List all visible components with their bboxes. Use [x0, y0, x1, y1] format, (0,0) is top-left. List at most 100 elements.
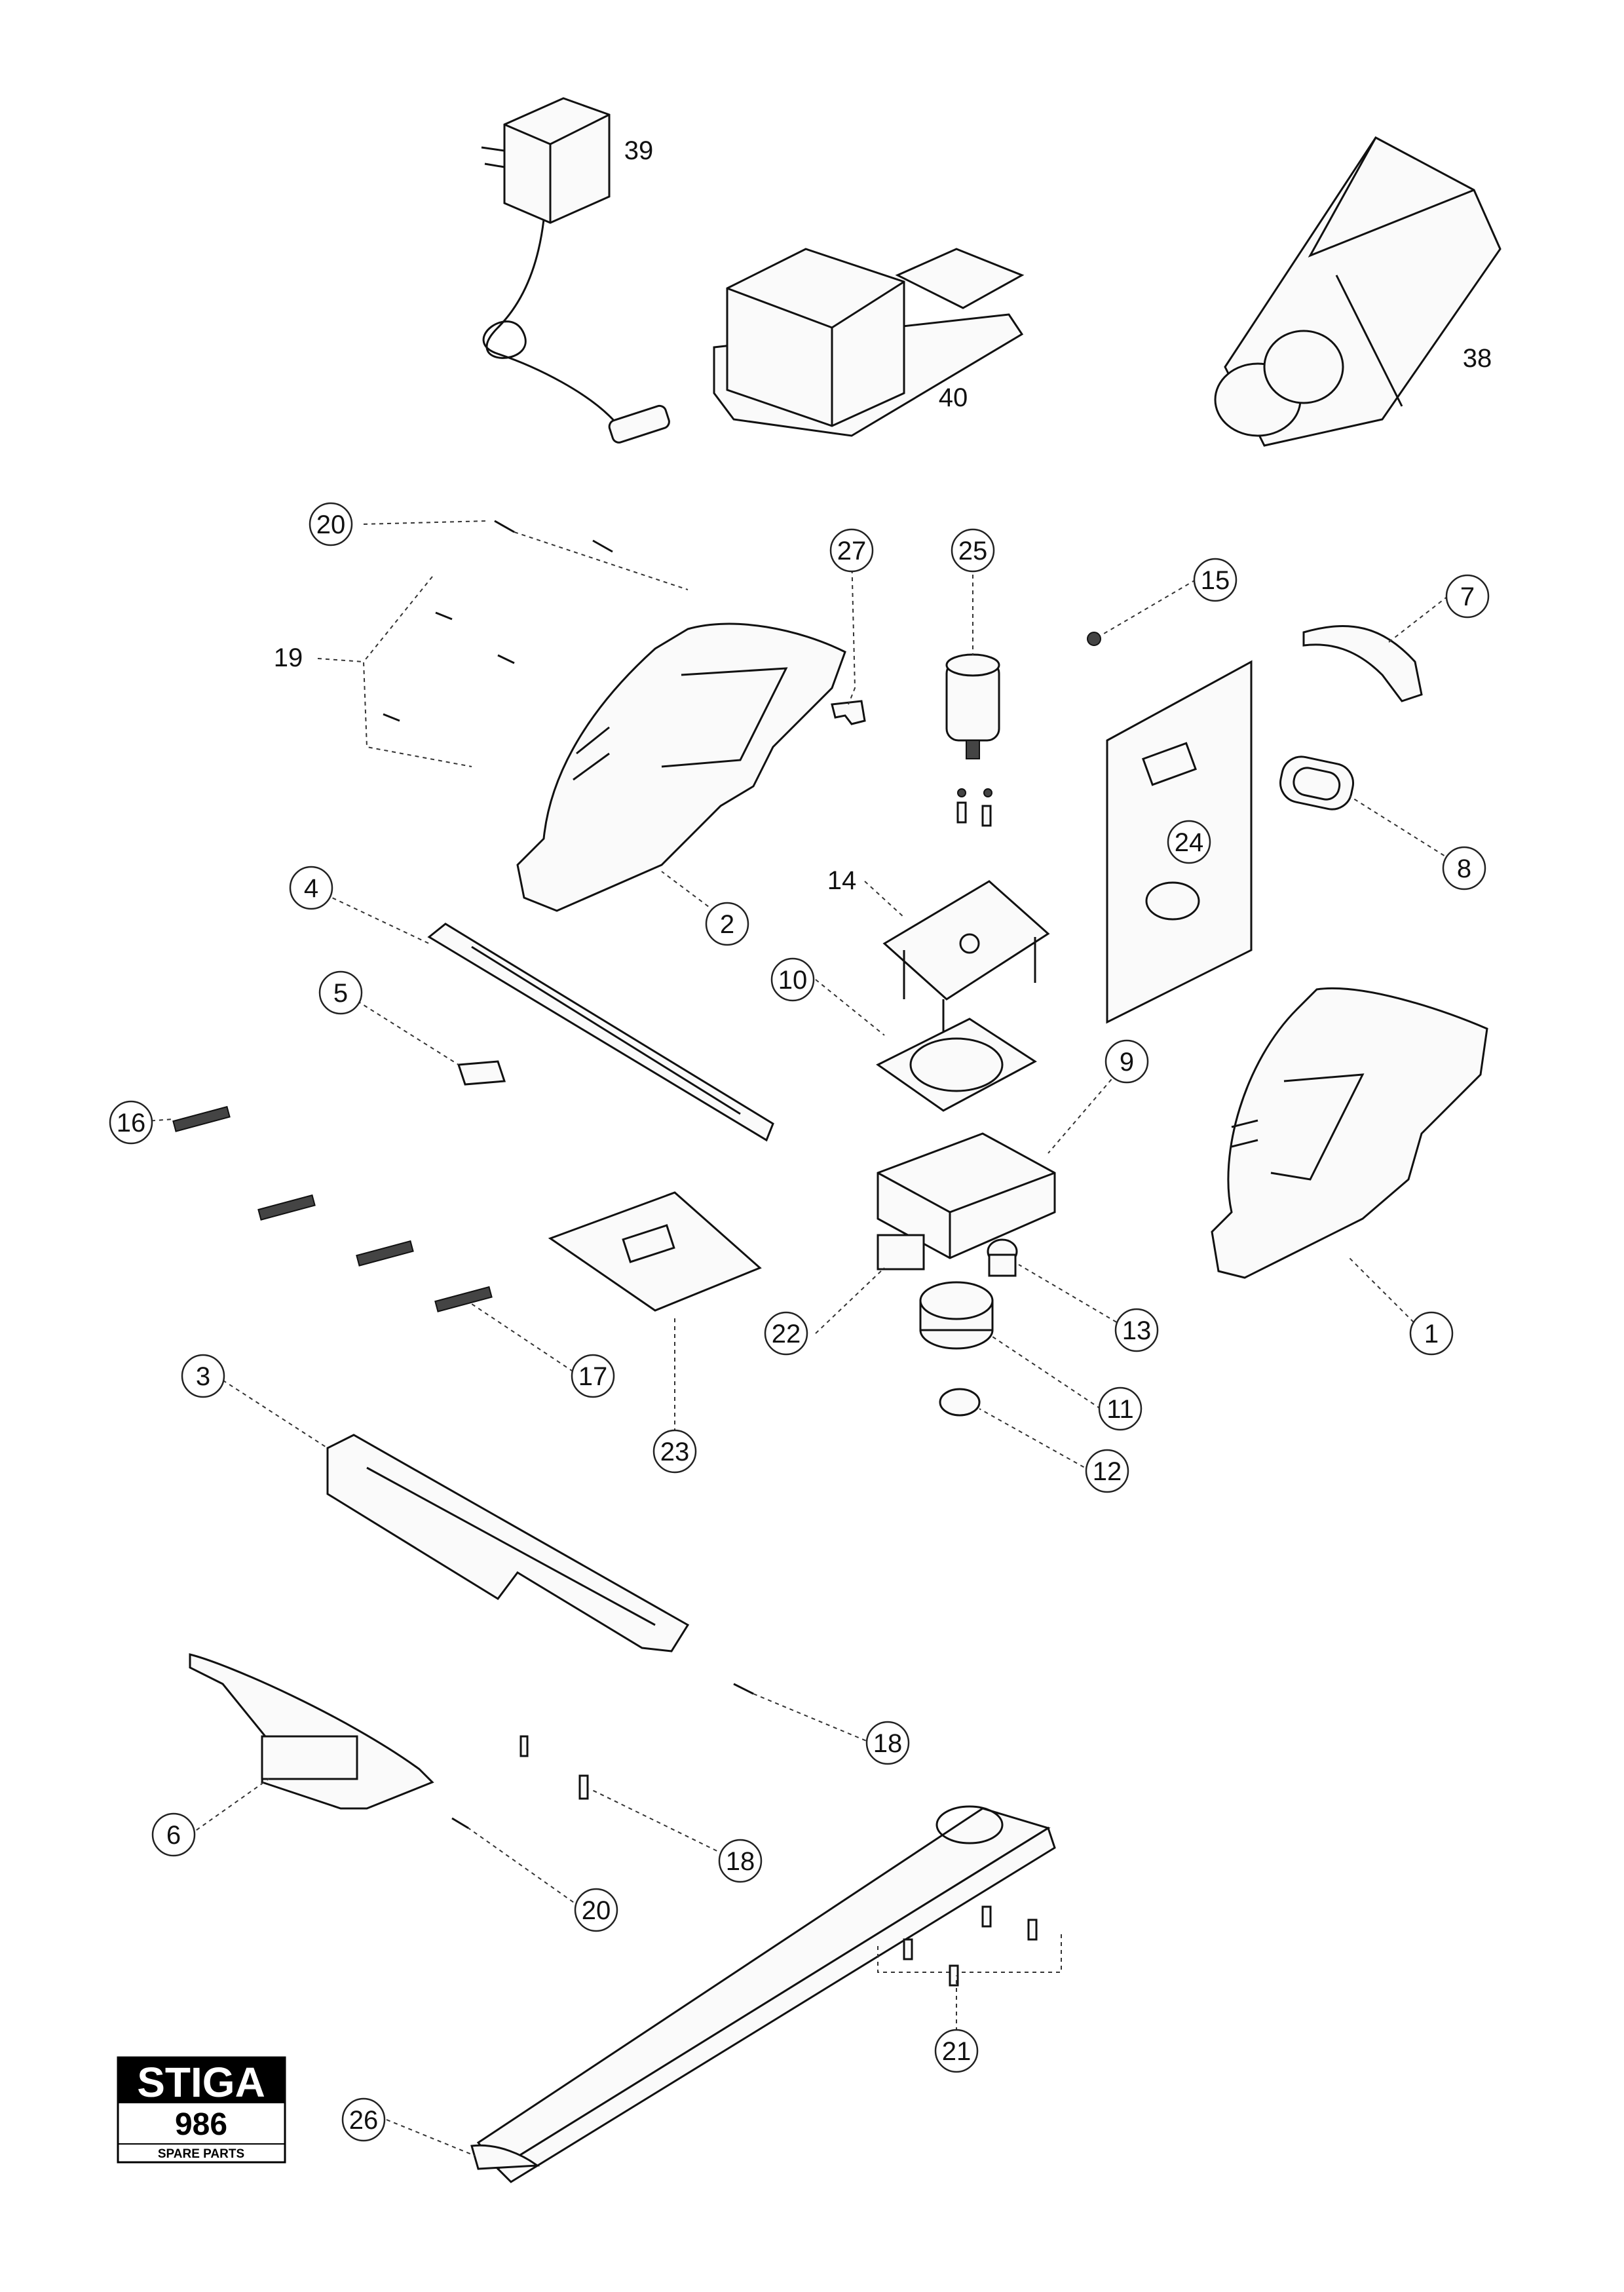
callout-26: 26 — [341, 2097, 386, 2142]
part-blade — [470, 1805, 1056, 2183]
callout-27: 27 — [829, 528, 874, 573]
callout-39: 39 — [624, 136, 654, 165]
callout-20-top: 20 — [309, 502, 353, 546]
part-gearbox — [877, 1132, 1056, 1259]
callout-18-lower: 18 — [718, 1839, 763, 1883]
callout-label: 11 — [1106, 1395, 1134, 1424]
callout-21: 21 — [934, 2029, 979, 2073]
part-gear — [919, 1281, 994, 1350]
callout-label: 9 — [1120, 1048, 1134, 1077]
callout-label: 38 — [1463, 344, 1492, 373]
callout-label: 21 — [942, 2037, 972, 2066]
callout-4: 4 — [289, 866, 333, 910]
part-screws-housing — [362, 576, 515, 767]
part-guard — [189, 1653, 434, 1810]
callout-label: 3 — [196, 1362, 210, 1391]
part-pin-upper — [733, 1683, 872, 1744]
callout-9: 9 — [1105, 1039, 1149, 1084]
part-ring — [1279, 755, 1354, 811]
part-lower-rail — [326, 1434, 690, 1652]
callout-label: 20 — [316, 510, 346, 539]
callout-19: 19 — [274, 643, 303, 672]
callout-7: 7 — [1445, 574, 1490, 619]
callout-label: 39 — [624, 136, 654, 165]
callout-label: 2 — [720, 910, 734, 939]
part-charger-adapter — [481, 97, 670, 444]
part-switch-plate — [548, 1191, 762, 1312]
part-battery-pack — [1214, 136, 1501, 447]
callout-25: 25 — [951, 528, 995, 573]
part-motor — [945, 653, 1000, 827]
callout-label: 19 — [274, 643, 303, 672]
callout-22: 22 — [764, 1311, 808, 1356]
callout-label: 18 — [726, 1847, 755, 1876]
callout-label: 17 — [578, 1362, 608, 1391]
part-gasket — [876, 1018, 1037, 1112]
part-guide-rod — [427, 923, 774, 1142]
callout-label: 13 — [1122, 1316, 1152, 1345]
part-charger-base — [713, 248, 1025, 437]
callout-label: 6 — [166, 1821, 181, 1850]
part-pinion — [987, 1238, 1018, 1277]
callout-label: 40 — [939, 383, 968, 412]
callout-label: 27 — [837, 537, 867, 565]
part-pad — [877, 1234, 925, 1270]
callout-23: 23 — [652, 1429, 697, 1474]
leader-lines — [127, 520, 1465, 2156]
callout-14: 14 — [827, 866, 857, 895]
callout-label: 18 — [873, 1729, 903, 1758]
callout-10: 10 — [770, 957, 815, 1002]
stiga-logo-block: STIGA 986 SPARE PARTS — [117, 2056, 286, 2164]
callout-11: 11 — [1098, 1386, 1142, 1431]
part-screws-top — [494, 520, 689, 590]
callout-2: 2 — [705, 902, 749, 946]
callout-label: 24 — [1175, 828, 1204, 857]
part-trigger — [1302, 625, 1423, 702]
callout-6: 6 — [151, 1812, 196, 1857]
callout-5: 5 — [318, 970, 363, 1015]
callout-label: 8 — [1457, 854, 1471, 883]
callout-16: 16 — [109, 1100, 153, 1145]
callout-label: 5 — [333, 979, 348, 1008]
callout-label: 7 — [1460, 583, 1475, 611]
part-nut — [1087, 632, 1101, 646]
callout-13: 13 — [1114, 1308, 1159, 1352]
part-washer — [939, 1388, 981, 1417]
callout-15: 15 — [1193, 558, 1237, 602]
callout-12: 12 — [1085, 1449, 1129, 1493]
callout-label: 22 — [772, 1320, 801, 1348]
part-studs — [877, 1905, 1062, 1987]
logo-model: 986 — [175, 2107, 227, 2142]
callout-8: 8 — [1442, 846, 1486, 890]
callout-label: 14 — [827, 866, 857, 895]
callout-label: 4 — [304, 874, 318, 903]
part-clip — [831, 700, 866, 725]
callout-label: 1 — [1424, 1320, 1439, 1348]
callout-3: 3 — [181, 1354, 225, 1398]
callout-18-upper: 18 — [865, 1721, 910, 1765]
callout-label: 15 — [1201, 566, 1230, 595]
part-housing-half — [516, 622, 846, 912]
logo-caption: SPARE PARTS — [158, 2147, 244, 2161]
callout-20-lower: 20 — [574, 1888, 618, 1932]
part-screw-lower — [451, 1817, 469, 1829]
part-bracket — [457, 1060, 506, 1086]
callout-label: 12 — [1093, 1457, 1122, 1486]
part-pins-lower — [519, 1735, 589, 1800]
callout-label: 16 — [117, 1109, 146, 1137]
callout-40: 40 — [939, 383, 968, 412]
callout-label: 20 — [582, 1896, 611, 1925]
logo-brand: STIGA — [137, 2059, 265, 2106]
callout-17: 17 — [571, 1354, 615, 1398]
part-springs — [172, 1105, 493, 1312]
callout-24: 24 — [1167, 820, 1211, 864]
callout-1: 1 — [1409, 1311, 1454, 1356]
callout-label: 23 — [660, 1438, 690, 1466]
callout-label: 26 — [349, 2106, 379, 2135]
callout-label: 10 — [778, 966, 808, 995]
callout-38: 38 — [1463, 344, 1492, 373]
part-housing-main — [1211, 987, 1488, 1279]
callout-label: 25 — [958, 537, 988, 565]
part-motor-plate — [882, 880, 1050, 1048]
